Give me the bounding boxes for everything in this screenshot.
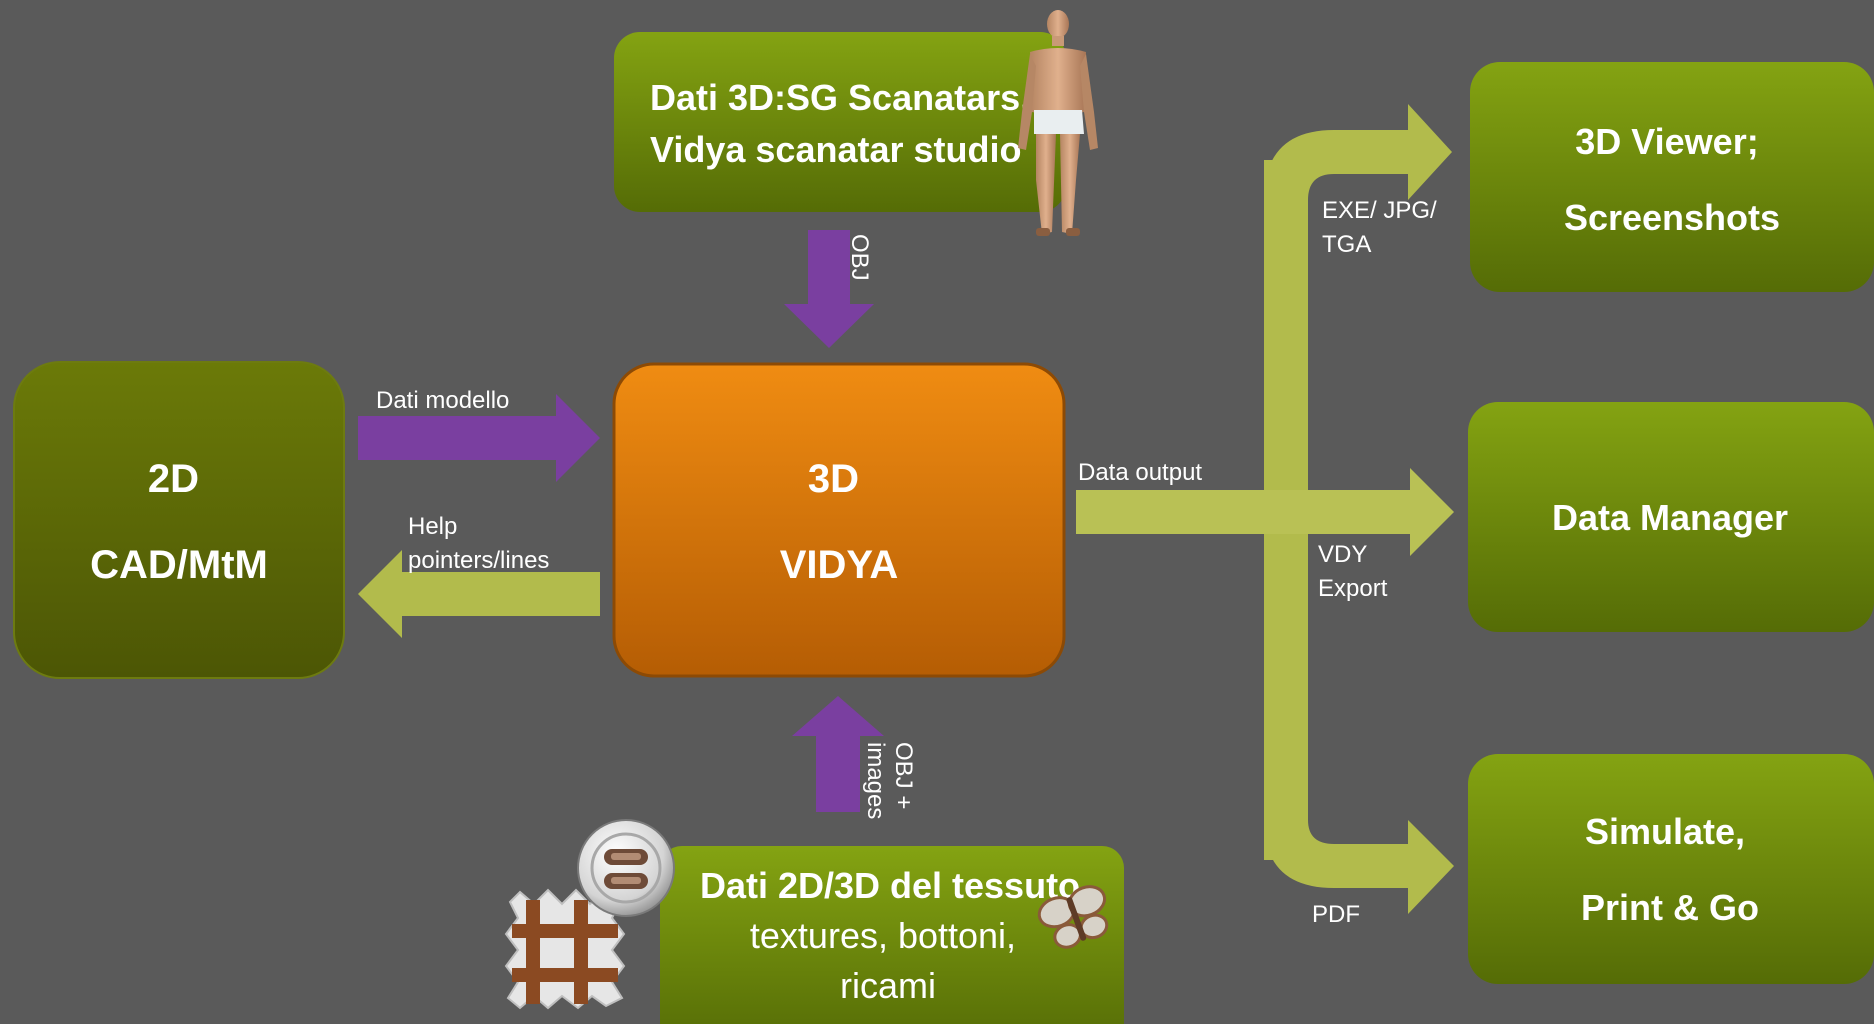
cad-box-line1: 2D: [148, 457, 199, 501]
fabric-box-line3: ricami: [840, 965, 936, 1006]
simulate-box-line1: Simulate,: [1585, 811, 1745, 852]
label-vdy-1: VDY: [1318, 541, 1367, 568]
svg-text:Dati 2D/3D del tessuto: Dati 2D/3D del tessuto: [700, 865, 1080, 906]
help-arrow: [358, 550, 600, 638]
viewer-box-line2: Screenshots: [1564, 197, 1780, 238]
butterfly-icon: [1037, 885, 1109, 949]
button-icon: [577, 819, 675, 917]
fabric-box-line2: textures, bottoni,: [750, 915, 1016, 956]
label-help-1: Help: [408, 513, 457, 540]
obj-images-up-arrow: [792, 696, 884, 812]
label-obj-images-2: images: [862, 742, 889, 819]
scan-box-line1: Dati 3D:SG Scanatars,: [650, 77, 1030, 118]
svg-text:EXE/ JPG/ TGA: EXE/ JPG/ TGA: [1322, 197, 1443, 258]
fabric-box-line1: Dati 2D/3D del tessuto: [700, 865, 1080, 906]
svg-text:Data Manager: Data Manager: [1552, 497, 1788, 538]
svg-text:Help pointers/lines: Help pointers/lines: [408, 513, 549, 574]
svg-text:3D Viewer; Screenshots: 3D Viewer; Screenshots: [1564, 121, 1780, 238]
fabric-swatch-icon: [504, 888, 626, 1010]
svg-text:OBJ + images: OBJ + images: [862, 742, 917, 819]
vidya-box: [612, 362, 1066, 678]
simulate-box-line2: Print & Go: [1581, 887, 1759, 928]
label-exe-2: TGA: [1322, 231, 1371, 258]
viewer-box-line1: 3D Viewer;: [1575, 121, 1758, 162]
arrow-to-simulate: [1408, 820, 1454, 914]
dati-modello-arrow: [358, 394, 600, 482]
data-output-arrow: [1076, 468, 1454, 556]
human-figure-icon: [1018, 10, 1098, 236]
label-exe-1: EXE/ JPG/: [1322, 197, 1437, 224]
svg-text:Dati 3D:SG Scanatars, Vidy: Dati 3D:SG Scanatars, Vidya scanatar stu…: [650, 77, 1040, 170]
scan-data-box: [614, 32, 1066, 212]
fabric-data-box: [660, 846, 1124, 1024]
viewer-box: [1470, 62, 1874, 292]
cad-box: [13, 361, 345, 679]
label-obj-top: OBJ: [846, 234, 873, 281]
arrow-to-viewer: [1408, 104, 1452, 200]
svg-text:textures, bottoni, ricami: textures, bottoni, ricami: [750, 915, 1026, 1006]
label-dati-modello: Dati modello: [376, 387, 509, 414]
simulate-box: [1468, 754, 1874, 984]
svg-text:VDY Export: VDY Export: [1318, 541, 1388, 602]
label-help-2: pointers/lines: [408, 547, 549, 574]
svg-text:Simulate, Print & Go: Simulate, Print & Go: [1581, 811, 1759, 928]
svg-text:3D VIDYA: 3D VIDYA: [780, 457, 899, 587]
vidya-box-line1: 3D: [808, 457, 859, 501]
data-manager-box: [1468, 402, 1874, 632]
scan-box-line2: Vidya scanatar studio: [650, 129, 1021, 170]
label-pdf: PDF: [1312, 901, 1360, 928]
svg-text:2D CAD/MtM: 2D CAD/MtM: [90, 457, 268, 587]
label-data-output: Data output: [1078, 459, 1202, 486]
cad-box-line2: CAD/MtM: [90, 543, 268, 587]
label-vdy-2: Export: [1318, 575, 1388, 602]
data-manager-box-line1: Data Manager: [1552, 497, 1788, 538]
label-obj-images-1: OBJ +: [890, 742, 917, 809]
obj-down-arrow: [784, 230, 874, 348]
vidya-box-line2: VIDYA: [780, 543, 899, 587]
